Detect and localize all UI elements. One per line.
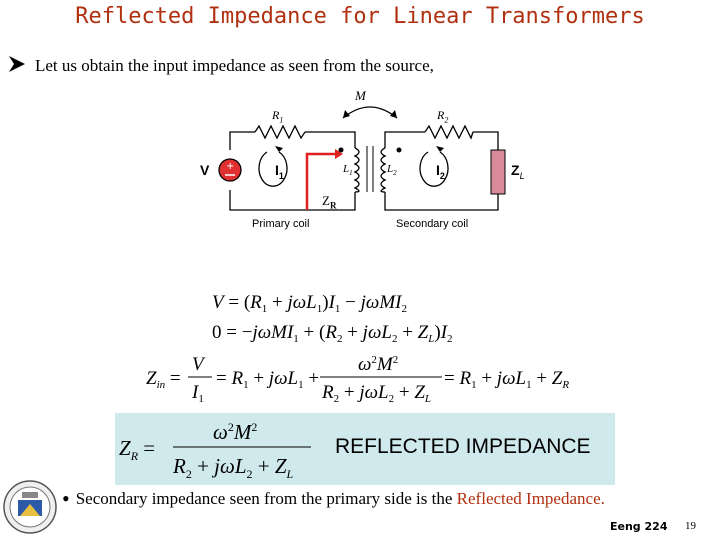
svg-text:+: + xyxy=(226,161,234,172)
zr-marker-label: ZR xyxy=(322,193,337,211)
l1-label: L1 xyxy=(343,163,353,178)
course-footer: Eeng 224 xyxy=(610,520,668,533)
slide-title: Reflected Impedance for Linear Transform… xyxy=(75,4,645,29)
university-logo-icon xyxy=(3,480,57,534)
page-number: 19 xyxy=(685,520,696,532)
r2-label: R2 xyxy=(437,108,449,125)
bottom-bullet: • Secondary impedance seen from the prima… xyxy=(62,486,605,512)
svg-text:I1: I1 xyxy=(191,382,204,405)
zin-equation-lhs: Zin = xyxy=(146,368,181,391)
reflected-impedance-box: ZR = ω2M2 R2 + jωL2 + ZL REFLECTED IMPED… xyxy=(115,413,615,485)
zr-formula: ZR = ω2M2 R2 + jωL2 + ZL xyxy=(119,420,311,481)
source-label: V xyxy=(200,162,210,178)
svg-text:ZR =: ZR = xyxy=(119,436,155,463)
kvl-primary-equation: V = (R1 + jωL1)I1 − jωMI2 xyxy=(212,292,407,315)
bottom-text: Secondary impedance seen from the primar… xyxy=(75,489,457,508)
i1-label: I1 xyxy=(275,162,284,181)
svg-text:ω2M2: ω2M2 xyxy=(358,354,398,375)
load-impedance-icon xyxy=(490,149,506,195)
i2-label: I2 xyxy=(436,162,445,181)
zin-equation-rhs: = R1 + jωL1 + ZR xyxy=(444,368,569,391)
arrow-bullet-icon xyxy=(9,56,25,72)
l2-label: L2 xyxy=(387,163,397,178)
kvl-secondary-equation: 0 = −jωMI1 + (R2 + jωL2 + ZL)I2 xyxy=(212,322,453,345)
load-label: ZL xyxy=(511,162,525,181)
primary-coil-label: Primary coil xyxy=(252,218,310,230)
svg-text:V: V xyxy=(192,354,206,375)
intro-bullet: Let us obtain the input impedance as see… xyxy=(8,55,434,76)
mutual-inductance-label: M xyxy=(355,88,366,103)
secondary-coil-label: Secondary coil xyxy=(396,218,469,230)
svg-text:R2 + jωL2 + ZL: R2 + jωL2 + ZL xyxy=(321,382,431,405)
r1-label: R1 xyxy=(272,108,284,125)
svg-text:R2 + jωL2 + ZL: R2 + jωL2 + ZL xyxy=(172,454,294,481)
intro-text: Let us obtain the input impedance as see… xyxy=(35,56,434,75)
circuit-diagram: + xyxy=(218,106,506,211)
svg-text:ω2M2: ω2M2 xyxy=(213,420,257,444)
kvl-equations: V = (R1 + jωL1)I1 − jωMI2 0 = −jωMI1 + (… xyxy=(146,292,569,405)
voltage-source-icon xyxy=(218,158,242,182)
reflected-impedance-highlight: Reflected Impedance. xyxy=(456,489,605,508)
zin-equation-mid: = R1 + jωL1 + xyxy=(216,368,319,391)
bullet-dot-icon: • xyxy=(62,486,70,511)
reflected-impedance-label: REFLECTED IMPEDANCE xyxy=(335,435,591,458)
